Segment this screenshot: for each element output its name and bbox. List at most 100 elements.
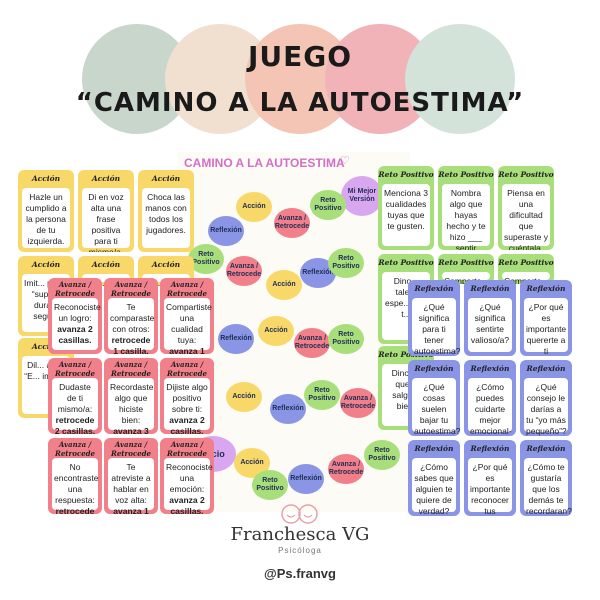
board-space: Avanza / Retrocede	[226, 256, 262, 286]
board-space: Reto Positivo	[328, 324, 364, 354]
card-body: Compartiste una cualidad tuya:avanza 1 c…	[164, 298, 212, 354]
game-card: Reflexión ¿Por qué es importante quererte…	[520, 280, 572, 356]
board-space: Reto Positivo	[304, 380, 340, 410]
game-board: CAMINO A LA AUTOESTIMA ♡ Mi Mejor Versió…	[178, 152, 410, 512]
card-text: ¿Qué cosas suelen bajar tu autoestima?	[414, 382, 460, 436]
game-card: Reflexión¿Cómo te gustaría que los demás…	[520, 440, 572, 516]
game-card: Reflexión ¿Cómo puedes cuidarte mejor emo…	[464, 360, 516, 436]
card-text: Dino... tale... espe... que t...	[384, 276, 428, 319]
card-body: ¿Qué significa para ti tener autoestima?	[412, 298, 460, 356]
board-space: Acción	[266, 270, 302, 300]
board-space: Reto Positivo	[364, 440, 400, 470]
card-body: ¿Cómo puedes cuidarte mejor emocional-me…	[468, 378, 512, 436]
card-header: Acción	[151, 260, 181, 269]
board-space: Reflexión	[288, 464, 324, 494]
card-body: Dijiste algo positivo sobre ti:avanza 2 …	[164, 378, 210, 434]
card-header: Reto Positivo	[378, 170, 434, 179]
card-header: Acción	[151, 174, 181, 183]
card-body: Te comparaste con otros:retrocede 1 casi…	[108, 298, 155, 354]
game-card: Reflexión ¿Qué significa para ti tener au…	[408, 280, 460, 356]
card-header: Reflexión	[526, 364, 566, 373]
card-header: Reflexión	[414, 444, 454, 453]
bg-circle-mint	[405, 24, 515, 134]
card-body: Reconociste un logro:avanza 2 casillas.	[52, 298, 101, 350]
card-text: ¿Qué consejo le darías a tu “yo más pequ…	[526, 382, 567, 436]
board-space: Avanza / Retrocede	[294, 328, 330, 358]
brand-logo-icon	[276, 502, 324, 524]
card-text: Te comparaste con otros:	[110, 302, 155, 334]
card-header: Reflexión	[526, 284, 566, 293]
card-header: Reto Positivo	[378, 350, 434, 359]
board-space: Reflexión	[218, 324, 254, 354]
card-header: Avanza / Retrocede	[111, 440, 151, 458]
card-body: ¿Por qué es importante quererte a ti mis…	[524, 298, 568, 356]
card-body: Recordaste algo que hiciste bien:avanza …	[108, 378, 154, 434]
goal-space: Mi Mejor Versión	[341, 176, 383, 216]
card-body: ¿Cómo te gustaría que los demás te recor…	[524, 458, 572, 516]
card-body: Comparte...	[442, 272, 490, 284]
brand-name: Franchesca VG	[230, 524, 370, 545]
brand-subtitle: Psicóloga	[278, 546, 322, 555]
board-space: Avanza / Retrocede	[340, 388, 376, 418]
card-bold-text: retrocede 1 casilla.	[111, 335, 151, 354]
card-body: Te atreviste a hablar en voz alta:avanza…	[108, 458, 154, 514]
card-body: Dudaste de ti mismo/a:retrocede 2 casill…	[52, 378, 98, 434]
board-space: Avanza / Retrocede	[328, 454, 364, 484]
board-space: Acción	[236, 192, 272, 222]
card-header: Acción	[91, 260, 121, 269]
card-header: Reto Positivo	[438, 170, 494, 179]
card-header: Avanza / Retrocede	[111, 360, 151, 378]
card-header: Reflexión	[470, 364, 510, 373]
card-body: Comparte...	[502, 272, 550, 284]
card-bold-text: avanza 2 casillas.	[57, 324, 93, 345]
card-text: ¿Por qué es importante reconocer tus log…	[470, 462, 511, 516]
card-body: Piensa en una dificultad que superaste y…	[502, 184, 550, 250]
card-text: ¿Qué significa sentirte valioso/a?	[470, 302, 510, 345]
game-card: Acción Di en voz alta una frase positiva …	[78, 170, 134, 252]
card-text: Dinos... que... salga... bie...	[391, 368, 421, 411]
card-text: Di en voz alta una frase positiva para t…	[88, 192, 124, 252]
game-card: Reflexión¿Qué significa sentirte valioso…	[464, 280, 516, 356]
card-header: Avanza / Retrocede	[167, 440, 207, 458]
board-space: Reto Positivo	[328, 248, 364, 278]
card-text: Nombra algo que hayas hecho y te hizo __…	[446, 188, 486, 250]
card-header: Reflexión	[414, 364, 454, 373]
card-header: Acción	[91, 174, 121, 183]
card-text: Imit... pos... “supe... dura... segu...	[24, 278, 68, 321]
card-header: Acción	[31, 174, 61, 183]
card-body: Hazle un cumplido a la persona de tu izq…	[22, 188, 70, 248]
card-header: Acción	[31, 260, 61, 269]
card-body: Choca las manos con todos los jugadores.	[142, 188, 190, 248]
page-title-line2: “CAMINO A LA AUTOESTIMA”	[75, 88, 525, 118]
card-bold-text: avanza 2 casillas.	[169, 415, 205, 434]
card-bold-text: avanza 3 casillas.	[113, 426, 149, 434]
card-text: ¿Cómo te gustaría que los demás te recor…	[526, 462, 572, 516]
card-header: Reflexión	[414, 284, 454, 293]
card-body: ¿Qué consejo le darías a tu “yo más pequ…	[524, 378, 568, 436]
card-bold-text: avanza 2 casillas.	[169, 495, 205, 514]
card-text: Hazle un cumplido a la persona de tu izq…	[25, 192, 67, 246]
board-space: Acción	[226, 382, 262, 412]
card-text: Dijiste algo positivo sobre ti:	[166, 382, 208, 414]
card-text: Piensa en una dificultad que superaste y…	[504, 188, 548, 250]
page-title-line1: JUEGO	[247, 40, 353, 73]
card-header: Reto Positivo	[378, 258, 434, 267]
card-body: Reconociste una emoción:avanza 2 casilla…	[164, 458, 213, 514]
brand-handle: @Ps.franvg	[264, 566, 336, 581]
card-header: Avanza / Retrocede	[55, 280, 95, 298]
game-card: Reflexión ¿Qué consejo le darías a tu “yo…	[520, 360, 572, 436]
card-header: Reto Positivo	[438, 258, 494, 267]
card-bold-text: retrocede 1 casilla.	[55, 506, 95, 514]
card-header: Reto Positivo	[498, 170, 554, 179]
card-body: ¿Por qué es importante reconocer tus log…	[468, 458, 512, 516]
